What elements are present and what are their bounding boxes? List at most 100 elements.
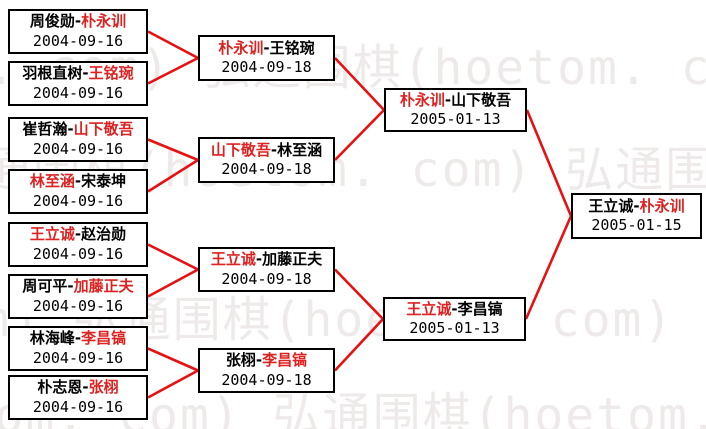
player-name: 李昌镐 [81,329,127,347]
connector-line [147,369,199,399]
name-separator: - [451,299,458,318]
name-separator: - [444,90,452,109]
connector-line [334,318,384,372]
match-date: 2004-09-18 [221,160,312,178]
connector-line [147,347,199,372]
match-players: 周俊勋-朴永训 [30,12,126,32]
name-separator: - [67,120,74,138]
player-name: 朴永训 [81,12,127,30]
match-date: 2004-09-18 [221,269,312,288]
player-name: 加藤正夫 [262,250,323,268]
match-players: 周可平-加藤正夫 [22,277,133,297]
player-name: 朴永训 [399,90,445,109]
name-separator: - [255,351,263,369]
player-name: 王铭琬 [88,64,134,82]
match-players: 王立诚-加藤正夫 [211,250,322,270]
match-date: 2004-09-16 [32,191,124,210]
player-name: 朴永训 [218,38,264,57]
match-players: 朴永训-山下敬吾 [400,91,511,111]
player-name: 崔哲瀚 [22,120,68,138]
match-date: 2004-09-16 [32,296,124,315]
match-players: 王立诚-李昌镐 [406,300,502,320]
name-separator: - [74,225,82,243]
connector-line [525,109,573,217]
player-name: 王立诚 [588,196,634,215]
player-name: 林海峰 [29,329,75,347]
connector-line [524,215,573,320]
match-players: 崔哲瀚-山下敬吾 [22,120,133,140]
player-name: 李昌镐 [262,351,308,369]
name-separator: - [270,140,278,159]
match-players: 山下敬吾-林至涵 [211,141,322,161]
match-players: 王立诚-朴永训 [588,197,684,217]
connector-line [147,243,199,271]
name-separator: - [82,378,89,396]
connector-line [147,158,199,193]
player-name: 宋泰坤 [81,172,127,190]
match-players: 王立诚-赵治勋 [30,225,126,245]
match-players: 朴志恩-张栩 [37,378,118,398]
match-date: 2004-09-18 [221,370,312,389]
match-players: 朴永训-王铭琬 [218,39,314,59]
match-date: 2004-09-16 [32,244,124,263]
player-name: 周俊勋 [29,12,75,30]
match-date: 2004-09-18 [221,58,312,76]
name-separator: - [263,38,270,57]
match-date: 2004-09-16 [32,83,124,102]
match-players: 林至涵-宋泰坤 [30,172,126,192]
player-name: 赵治勋 [81,225,127,243]
match-date: 2004-09-16 [32,397,124,416]
match-date: 2004-09-16 [32,31,124,50]
match-players: 张栩-李昌镐 [226,351,307,371]
player-name: 朴永训 [639,196,685,215]
player-name: 张栩 [88,378,119,396]
name-separator: - [67,277,74,295]
connector-line [334,109,385,161]
player-name: 王铭琬 [269,38,315,57]
name-separator: - [82,64,89,82]
name-separator: - [74,172,82,190]
player-name: 王立诚 [210,250,256,268]
player-name: 山下敬吾 [451,90,512,109]
match-players: 林海峰-李昌镐 [30,329,126,349]
player-name: 王立诚 [29,225,75,243]
connector-line [334,268,384,320]
name-separator: - [74,12,82,30]
player-name: 山下敬吾 [210,140,271,159]
player-name: 朴志恩 [37,378,83,396]
player-name: 王立诚 [406,299,452,318]
match-date: 2004-09-16 [32,139,124,158]
player-name: 羽根直树 [22,64,83,82]
connector-line [147,56,199,85]
match-players: 羽根直树-王铭琬 [22,64,133,84]
match-date: 2005-01-15 [591,216,682,234]
player-name: 周可平 [22,277,68,295]
match-date: 2005-01-13 [409,319,500,337]
name-separator: - [633,196,640,215]
player-name: 林至涵 [277,140,323,159]
player-name: 山下敬吾 [73,120,134,138]
name-separator: - [255,250,263,268]
player-name: 李昌镐 [457,299,503,318]
connector-line [147,268,199,298]
match-date: 2004-09-16 [32,348,124,367]
connector-line [334,57,385,111]
match-date: 2005-01-13 [410,110,501,128]
player-name: 林至涵 [29,172,75,190]
